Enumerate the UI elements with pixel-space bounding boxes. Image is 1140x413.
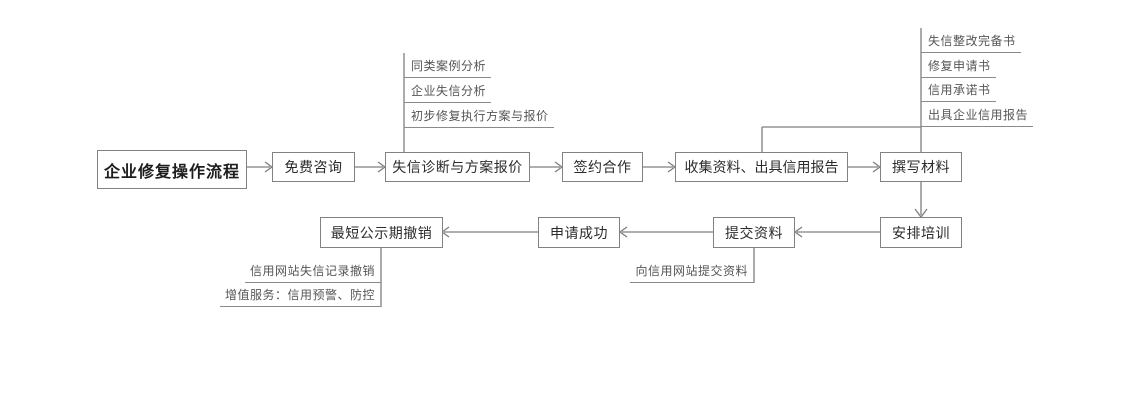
flow-step-start: 企业修复操作流程 [97,150,247,189]
flow-step-application-success: 申请成功 [538,217,620,248]
annotation-preliminary-plan-quote: 初步修复执行方案与报价 [404,107,554,128]
flow-step-write-materials: 撰写材料 [880,152,962,182]
flow-step-free-consultation: 免费咨询 [272,152,355,182]
ladder-branch-collect [761,126,921,152]
annotation-value-added-services: 增值服务：信用预警、防控 [219,286,381,307]
arrow-line [618,226,713,238]
arrow-down-icon [914,182,928,219]
arrow-line [793,226,880,238]
annotation-similar-case-analysis: 同类案例分析 [404,57,492,78]
arrow-line [643,161,677,173]
annotation-rectification-letter: 失信整改完备书 [921,32,1021,53]
arrow-line [848,161,882,173]
flow-step-diagnosis-quote: 失信诊断与方案报价 [385,152,530,182]
flow-step-collect-info-report: 收集资料、出具信用报告 [675,152,848,182]
arrow-line [440,226,538,238]
arrow-line [355,161,387,173]
flow-step-submit-materials: 提交资料 [713,217,795,248]
flow-step-shortest-publicity-revoke: 最短公示期撤销 [320,217,443,248]
annotation-submit-to-credit-site: 向信用网站提交资料 [630,262,754,283]
annotation-record-revoked: 信用网站失信记录撤销 [244,262,381,283]
arrow-line [530,161,564,173]
flow-step-sign-contract: 签约合作 [562,152,643,182]
annotation-issue-credit-report: 出具企业信用报告 [921,106,1034,127]
arrow-line [247,161,274,173]
annotation-credit-commitment: 信用承诺书 [921,81,996,102]
annotation-enterprise-dishonesty-analysis: 企业失信分析 [404,82,492,103]
annotation-repair-application: 修复申请书 [921,57,996,78]
flow-step-arrange-training: 安排培训 [880,217,962,248]
